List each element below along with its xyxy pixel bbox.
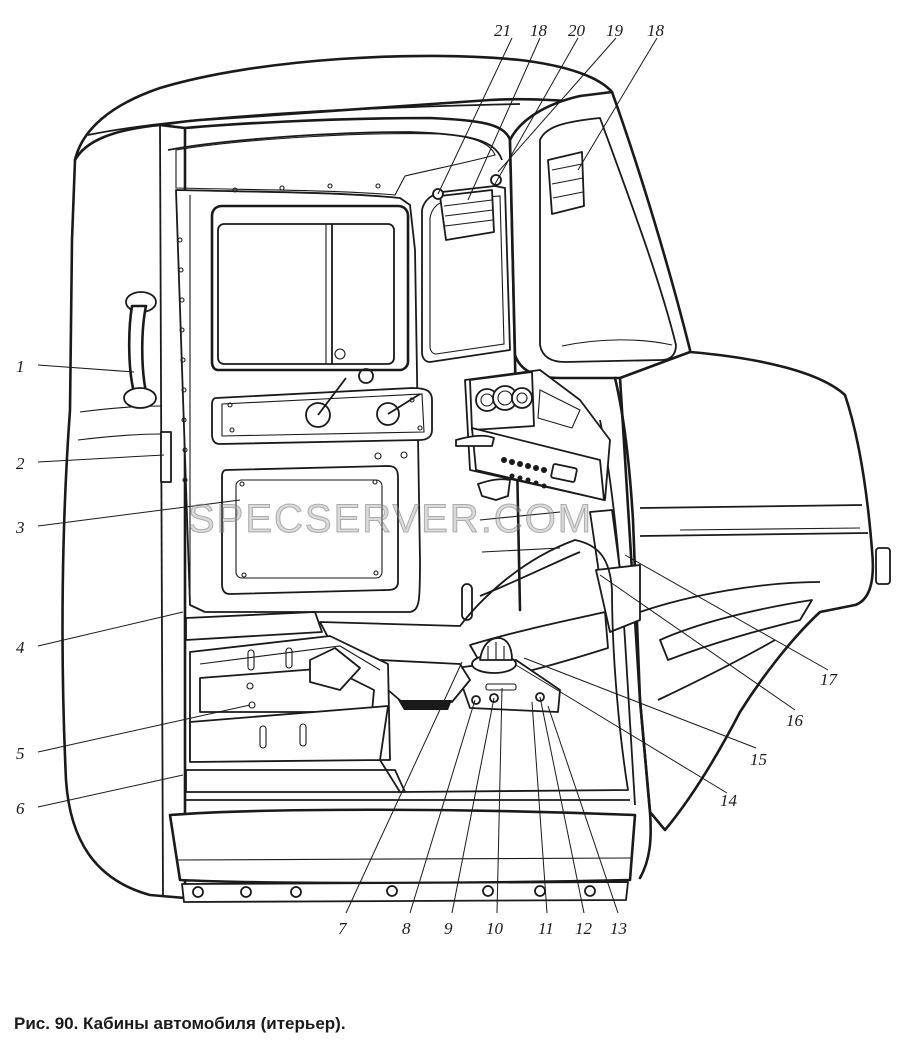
callout-7: 7 xyxy=(338,919,348,938)
rear-corner-window xyxy=(421,174,511,363)
windshield xyxy=(508,90,692,380)
callout-13: 13 xyxy=(610,919,627,938)
callout-18b: 18 xyxy=(647,21,665,40)
door-sill xyxy=(168,799,637,903)
callout-14: 14 xyxy=(720,791,738,810)
figure-caption: Рис. 90. Кабины автомобиля (итерьер). xyxy=(14,1014,346,1033)
dashboard xyxy=(455,369,611,501)
rear-window xyxy=(210,204,410,372)
callout-16: 16 xyxy=(786,711,804,730)
gear-shift-base xyxy=(379,637,561,713)
callout-8: 8 xyxy=(402,919,411,938)
cab-left-wall xyxy=(61,123,187,900)
leader-lines xyxy=(37,37,829,914)
callout-15: 15 xyxy=(750,750,767,769)
callout-1: 1 xyxy=(16,357,25,376)
watermark: SPECSERVER.COM xyxy=(187,497,594,542)
cab-drawing xyxy=(61,54,891,903)
hood xyxy=(618,350,891,832)
callout-4: 4 xyxy=(16,638,25,657)
callout-10: 10 xyxy=(486,919,504,938)
callout-9: 9 xyxy=(444,919,453,938)
callout-18a: 18 xyxy=(530,21,548,40)
callout-17: 17 xyxy=(820,670,839,689)
callout-2: 2 xyxy=(16,454,25,473)
headliner xyxy=(175,133,496,196)
door-handle xyxy=(123,291,157,409)
callout-6: 6 xyxy=(16,799,25,818)
storage-lid xyxy=(221,451,408,595)
cab-interior-diagram: 1 2 3 4 5 6 7 8 9 10 11 12 13 14 15 16 1… xyxy=(15,21,891,938)
door-frame-front xyxy=(613,376,652,880)
callout-20: 20 xyxy=(568,21,586,40)
callout-5: 5 xyxy=(16,744,25,763)
callout-21: 21 xyxy=(494,21,511,40)
vent-panel xyxy=(211,368,433,445)
callout-labels: 1 2 3 4 5 6 7 8 9 10 11 12 13 14 15 16 1… xyxy=(15,21,839,938)
callout-11: 11 xyxy=(538,919,554,938)
callout-19: 19 xyxy=(606,21,624,40)
callout-3: 3 xyxy=(15,518,25,537)
cab-rear-frame xyxy=(183,116,522,612)
door-hinge xyxy=(160,431,172,483)
seat-base xyxy=(185,611,406,793)
cab-floor xyxy=(319,539,629,793)
callout-12: 12 xyxy=(575,919,593,938)
